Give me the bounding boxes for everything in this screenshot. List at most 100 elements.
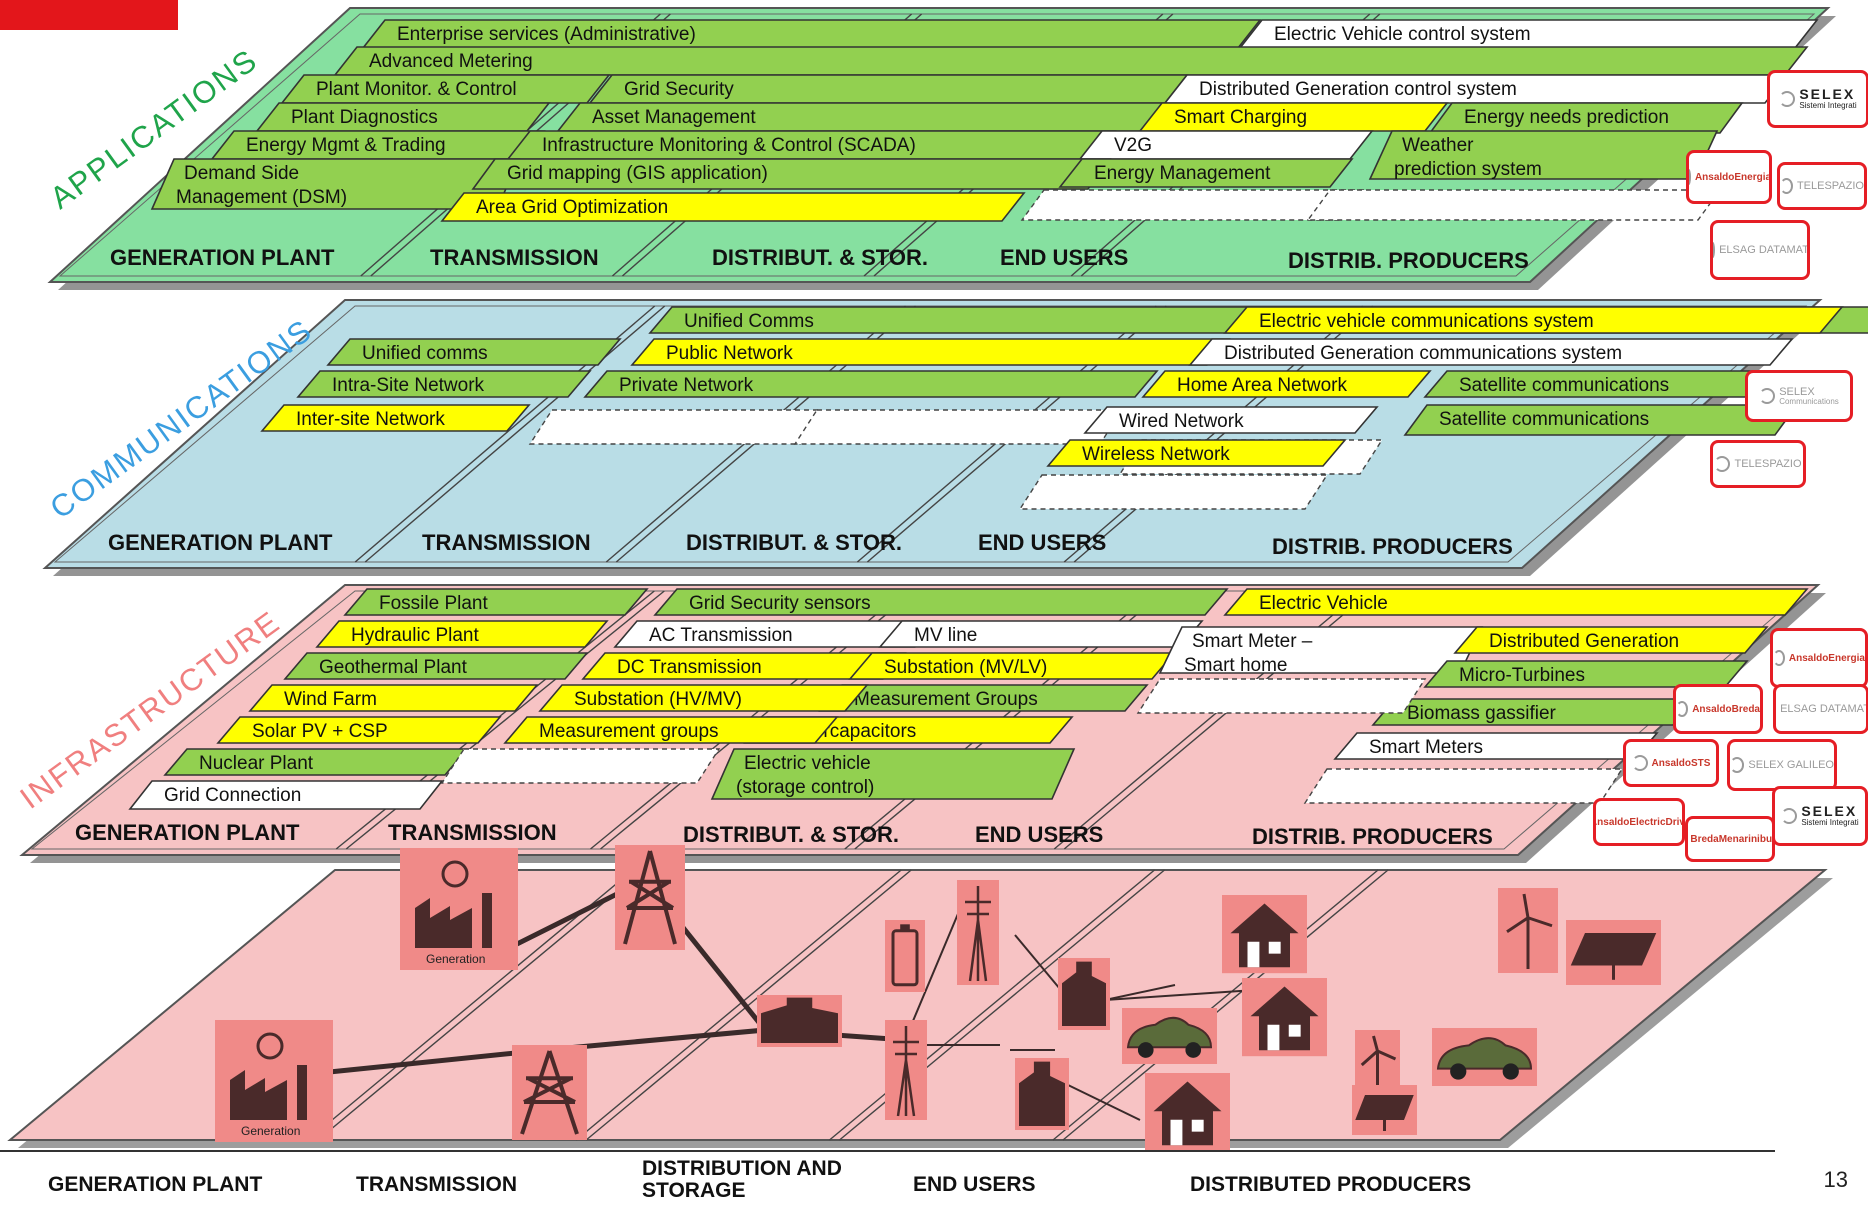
capability-label: Wind Farm bbox=[284, 689, 377, 710]
label-line: Electric vehicle bbox=[744, 753, 871, 774]
capability-box bbox=[1188, 338, 1794, 366]
sun-shape bbox=[256, 1032, 284, 1060]
logo-text: TELESPAZIO bbox=[1797, 180, 1864, 192]
column-label: END USERS bbox=[978, 530, 1106, 555]
capability-box bbox=[848, 652, 1176, 680]
logo-name: BredaMenarinibus bbox=[1690, 833, 1775, 845]
capability-label: Private Network bbox=[619, 375, 754, 396]
wheel-shape bbox=[1137, 1042, 1154, 1058]
logo-name: TELESPAZIO bbox=[1734, 457, 1802, 470]
capability-box bbox=[326, 338, 622, 366]
capability-label: Plant Monitor. & Control bbox=[316, 79, 517, 100]
page-number: 13 bbox=[1823, 1167, 1848, 1192]
capability-box bbox=[260, 404, 531, 432]
company-logo: AnsaldoElectricDrives bbox=[1593, 798, 1685, 846]
factory-shape bbox=[415, 898, 472, 948]
footer-col-distribution: DISTRIBUTION AND STORAGE bbox=[642, 1157, 842, 1202]
logo-text: AnsaldoEnergia bbox=[1789, 653, 1865, 664]
label-line: prediction system bbox=[1394, 159, 1542, 180]
building-shape bbox=[761, 997, 838, 1043]
transmission-tower-icon bbox=[615, 845, 685, 950]
battery-icon bbox=[885, 920, 925, 992]
column-label: TRANSMISSION bbox=[422, 530, 591, 555]
column-divider bbox=[575, 869, 902, 1141]
turbine-shape bbox=[1360, 1035, 1397, 1086]
wind-turbine-icon bbox=[1355, 1030, 1400, 1090]
capability-label: Substation (MV/LV) bbox=[884, 657, 1047, 678]
capability-box bbox=[1453, 626, 1769, 654]
tower-frame bbox=[520, 1050, 579, 1135]
logo-swirl-icon bbox=[1714, 456, 1731, 472]
logo-subtitle: Communications bbox=[1779, 396, 1839, 406]
door-shape bbox=[1170, 1119, 1183, 1146]
capability-box bbox=[710, 748, 1076, 800]
column-label: TRANSMISSION bbox=[430, 245, 599, 270]
capability-box bbox=[583, 370, 1159, 398]
capability-box bbox=[343, 588, 649, 616]
logo-swirl-icon bbox=[1779, 91, 1796, 107]
capability-box bbox=[440, 192, 1026, 222]
logo-text: AnsaldoEnergia bbox=[1695, 172, 1769, 183]
logo-swirl-icon bbox=[1773, 650, 1785, 666]
capability-label: Electric Vehicle bbox=[1259, 593, 1388, 614]
logo-swirl-icon bbox=[1631, 755, 1648, 771]
logo-swirl-icon bbox=[1689, 169, 1691, 185]
capability-label: Plant Diagnostics bbox=[291, 107, 438, 128]
substation-icon bbox=[1058, 958, 1110, 1030]
logo-name: SELEX bbox=[1779, 385, 1815, 398]
factory-shape bbox=[230, 1070, 287, 1120]
logo-text: ELSAG DATAMAT bbox=[1780, 702, 1868, 715]
capability-box bbox=[1046, 439, 1347, 467]
logo-name: AnsaldoElectricDrives bbox=[1593, 816, 1685, 828]
logo-swirl-icon bbox=[1730, 757, 1745, 773]
capability-box bbox=[283, 652, 589, 680]
capability-label: Measurement groups bbox=[539, 721, 719, 742]
logo-swirl-icon bbox=[1713, 242, 1716, 258]
logo-text: BredaMenarinibus bbox=[1690, 833, 1775, 845]
wind-turbine-icon bbox=[1498, 888, 1558, 973]
logo-swirl-icon bbox=[1759, 388, 1776, 404]
column-label: GENERATION PLANT bbox=[110, 245, 335, 270]
company-logo: ELSAG DATAMAT bbox=[1710, 220, 1810, 280]
footer-divider bbox=[0, 1150, 1775, 1152]
transmission-tower-icon bbox=[512, 1045, 587, 1140]
capability-label: Satellite communications bbox=[1439, 409, 1649, 430]
generation-label: Generation bbox=[426, 952, 485, 966]
building-shape bbox=[1062, 961, 1106, 1026]
power-line bbox=[1104, 984, 1176, 1001]
capability-label: Wireless Network bbox=[1082, 444, 1230, 465]
capability-box bbox=[1018, 474, 1329, 510]
capability-label: Smart Meters bbox=[1369, 737, 1483, 758]
chimney-shape bbox=[482, 893, 492, 948]
capability-label: Wired Network bbox=[1119, 411, 1244, 432]
power-pole-icon bbox=[885, 1020, 927, 1120]
house-icon bbox=[1145, 1073, 1230, 1152]
generation-label: Generation bbox=[241, 1124, 300, 1138]
company-logo: TELESPAZIO bbox=[1710, 440, 1806, 488]
company-logo: AnsaldoSTS bbox=[1623, 739, 1719, 787]
logo-name: ELSAG DATAMAT bbox=[1780, 702, 1868, 715]
door-shape bbox=[1247, 941, 1260, 968]
capability-box bbox=[333, 46, 1809, 76]
capability-box bbox=[1141, 370, 1432, 398]
capability-box bbox=[1428, 102, 1744, 134]
capability-box bbox=[1163, 74, 1789, 104]
capability-label: DC Transmission bbox=[617, 657, 762, 678]
column-divider bbox=[317, 869, 644, 1141]
capability-label: Smart Charging bbox=[1174, 107, 1307, 128]
logo-text: SELEX GALILEO bbox=[1748, 759, 1834, 771]
icon-backdrop bbox=[615, 845, 685, 950]
capability-label: Grid Connection bbox=[164, 785, 301, 806]
substation-icon bbox=[757, 995, 842, 1047]
logo-swirl-icon bbox=[1676, 701, 1689, 717]
column-label: DISTRIB. PRODUCERS bbox=[1288, 248, 1529, 273]
company-logo: AnsaldoBreda bbox=[1673, 684, 1763, 734]
capability-label: Grid Security bbox=[624, 79, 734, 100]
